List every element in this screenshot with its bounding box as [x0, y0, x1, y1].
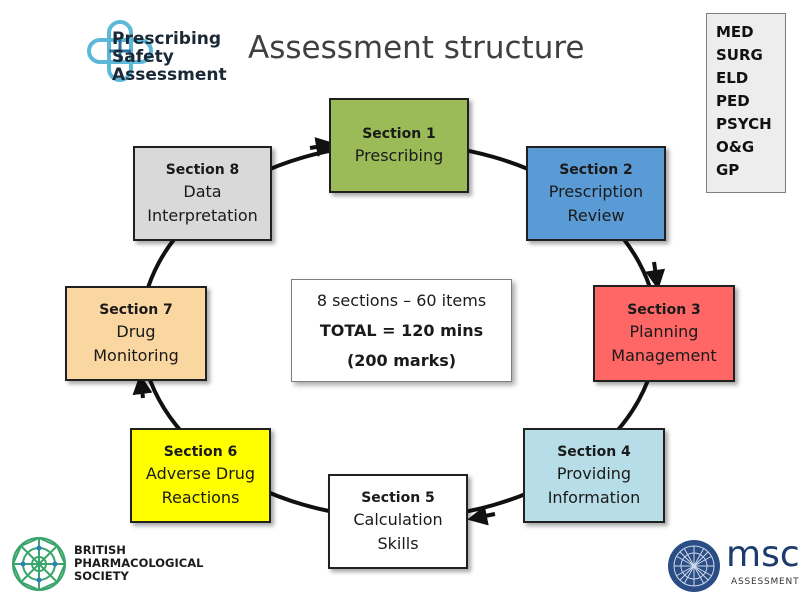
summary-box: 8 sections – 60 items TOTAL = 120 mins (… [291, 279, 512, 382]
section-1-box: Section 1 Prescribing [329, 98, 469, 193]
section-5-name-line-1: Calculation [353, 509, 443, 529]
section-3-number: Section 3 [627, 301, 701, 318]
section-6-name-line-1: Adverse Drug [145, 463, 256, 483]
section-2-box: Section 2 Prescription Review [526, 146, 666, 241]
section-6-number: Section 6 [163, 443, 238, 460]
section-2-number: Section 2 [559, 161, 633, 178]
section-2-name-line-2: Review [567, 205, 625, 225]
bps-logo-icon [11, 536, 67, 592]
specialty-gp: GP [716, 161, 740, 179]
section-5-name-line-2: Skills [377, 533, 419, 553]
bps-line-3: SOCIETY [74, 569, 129, 583]
section-8-name-line-2: Interpretation [147, 205, 258, 225]
section-4-number: Section 4 [557, 443, 631, 460]
specialty-surg: SURG [716, 46, 763, 64]
section-2-name-line-1: Prescription [548, 181, 644, 201]
section-6-name-line-2: Reactions [161, 487, 240, 507]
psa-line-3: Assessment [112, 65, 227, 85]
section-7-box: Section 7 Drug Monitoring [65, 286, 207, 381]
section-1-number: Section 1 [362, 125, 436, 142]
section-6-box: Section 6 Adverse Drug Reactions [130, 428, 271, 523]
psa-logo-icon [87, 20, 153, 82]
section-5-box: Section 5 Calculation Skills [328, 474, 468, 569]
specialty-og: O&G [716, 138, 755, 156]
section-4-name-line-1: Providing [556, 463, 632, 483]
arrow-6-to-7 [132, 374, 153, 399]
bps-logo-text: BRITISH PHARMACOLOGICAL SOCIETY [74, 544, 203, 583]
section-3-box: Section 3 Planning Management [593, 285, 735, 382]
psa-line-1: Prescribing [112, 29, 222, 49]
msc-logo-text: msc [726, 534, 800, 575]
section-3-name-line-2: Management [611, 345, 717, 365]
section-7-name-line-2: Monitoring [93, 345, 179, 365]
summary-total-time: TOTAL = 120 mins [319, 320, 484, 340]
specialty-ped: PED [716, 92, 750, 110]
specialty-eld: ELD [716, 69, 749, 87]
section-1-name: Prescribing [354, 145, 444, 165]
bps-line-1: BRITISH [74, 543, 126, 557]
section-4-box: Section 4 Providing Information [523, 428, 665, 523]
section-8-number: Section 8 [165, 161, 240, 178]
arrow-2-to-3 [645, 261, 666, 290]
section-4-name-line-2: Information [547, 487, 641, 507]
summary-total-marks: (200 marks) [346, 350, 457, 370]
specialties-box: MED SURG ELD PED PSYCH O&G GP [706, 13, 786, 193]
section-8-box: Section 8 Data Interpretation [133, 146, 272, 241]
bps-line-2: PHARMACOLOGICAL [74, 556, 204, 570]
arrow-4-to-5 [467, 505, 496, 526]
msc-logo-subtext: ASSESSMENT [731, 577, 800, 587]
section-3-name-line-1: Planning [629, 321, 699, 341]
arrow-8-to-1 [309, 137, 336, 157]
section-7-number: Section 7 [99, 301, 173, 318]
msc-logo-icon [668, 540, 720, 592]
psa-logo-text: Prescribing Safety Assessment [112, 30, 227, 84]
section-5-number: Section 5 [361, 489, 435, 506]
section-7-name-line-1: Drug [116, 321, 156, 341]
specialty-med: MED [716, 23, 754, 41]
summary-sections-items: 8 sections – 60 items [316, 290, 487, 310]
section-8-name-line-1: Data [183, 181, 222, 201]
psa-line-2: Safety [112, 47, 174, 67]
page-title: Assessment structure [248, 30, 585, 66]
specialty-psych: PSYCH [716, 115, 772, 133]
